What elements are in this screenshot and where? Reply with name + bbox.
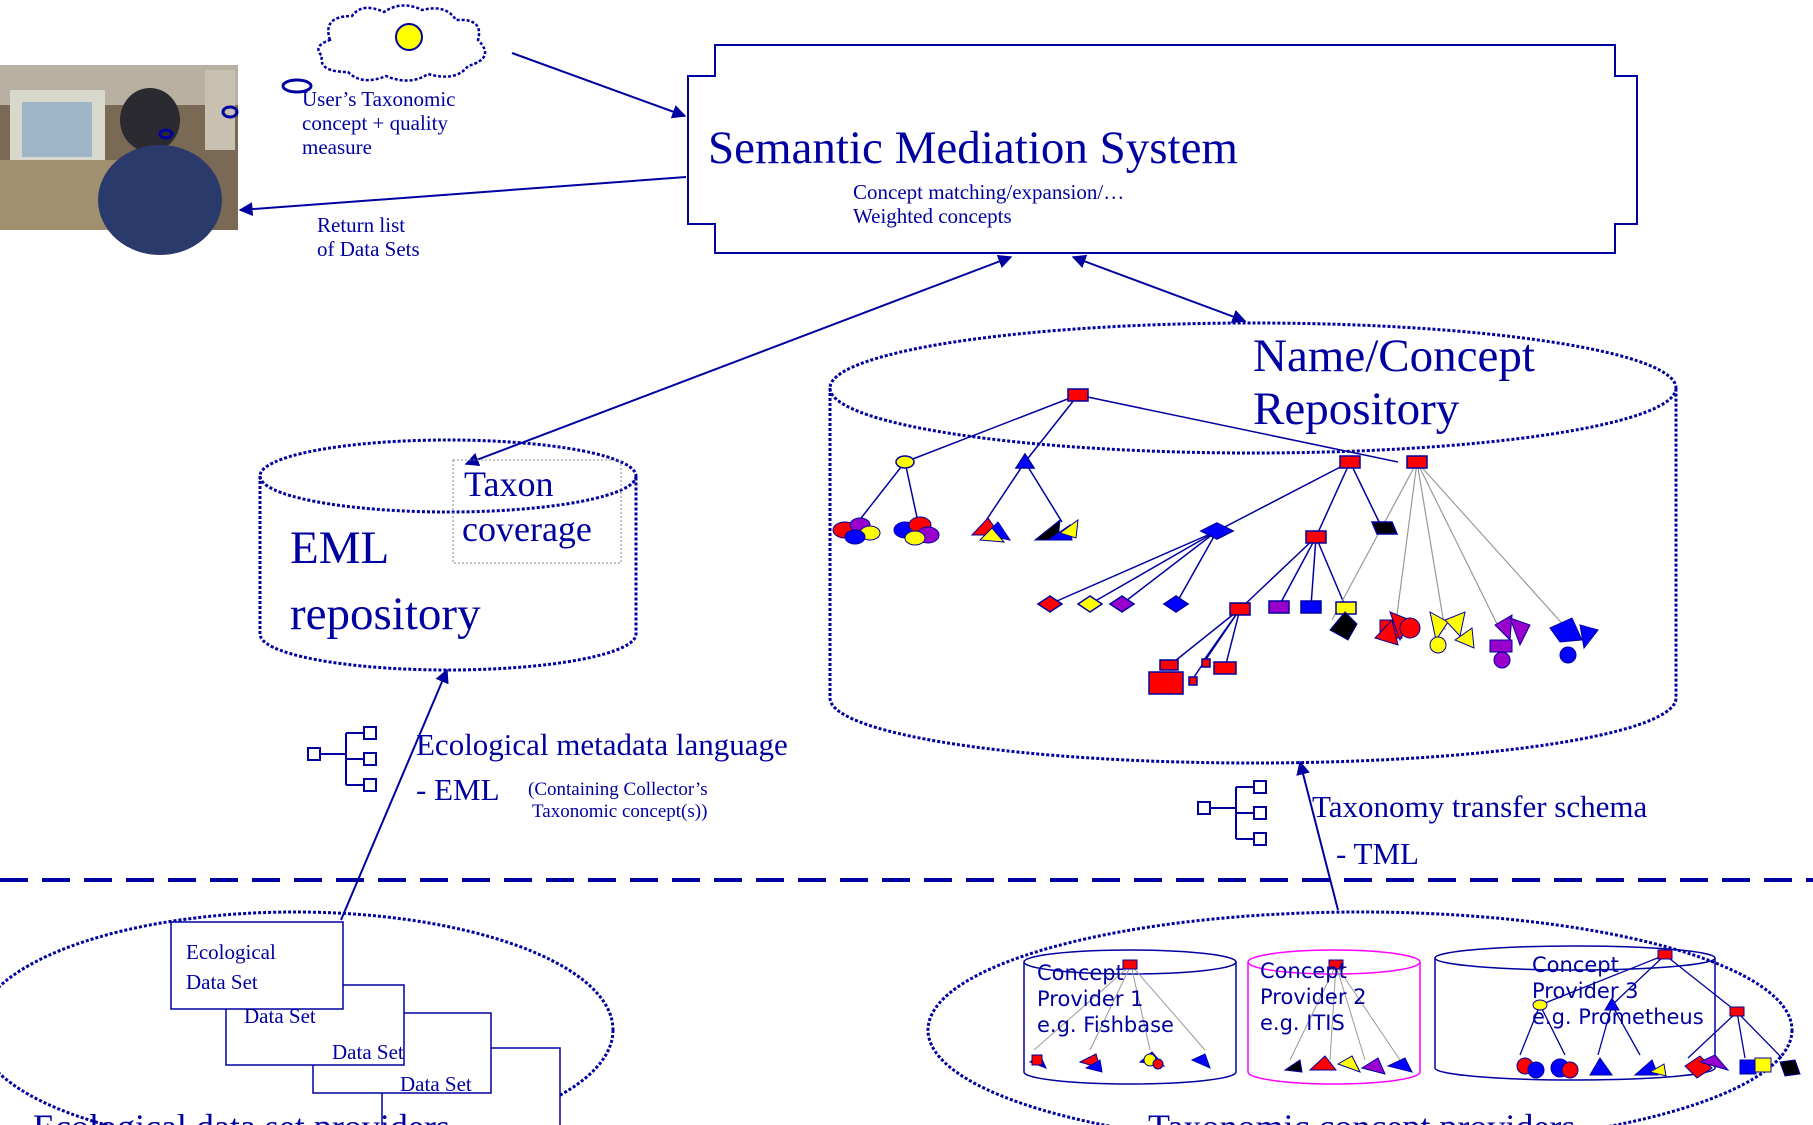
mediation-line-1: Concept matching/expansion/… (853, 180, 1125, 204)
dataset-first-line-2: Data Set (186, 970, 258, 995)
dataset-stack (170, 921, 561, 1125)
provider-nodes (1028, 949, 1801, 1079)
taxon-line-2: coverage (462, 509, 592, 549)
user-query-line-1: User’s Taxonomic (302, 87, 456, 111)
mediation-system-box (687, 44, 1638, 254)
provider-2-name: Provider 2 (1260, 985, 1367, 1010)
provider-2-cylinder (1247, 949, 1421, 1085)
thought-bubble-small (281, 78, 313, 94)
tml-schema-icon (1197, 780, 1267, 846)
eml-note-line-1: (Containing Collector’s (528, 779, 708, 800)
provider-3-label: Concept Provider 3 e.g. Prometheus (1532, 952, 1704, 1030)
provider-3-tree (1519, 954, 1783, 1059)
provider-2-example: e.g. ITIS (1260, 1011, 1345, 1036)
provider-2-title: Concept (1260, 959, 1347, 983)
mediation-repo-arrow (1071, 254, 1247, 324)
dataset-2-label: Data Set (244, 1004, 316, 1028)
provider-3-example: e.g. Prometheus (1532, 1005, 1704, 1030)
query-arrow (511, 52, 687, 119)
provider-2-label: Concept Provider 2 e.g. ITIS (1260, 958, 1367, 1036)
mediation-title: Semantic Mediation System (708, 122, 1238, 174)
tml-upload-arrow (1296, 760, 1339, 911)
provider-3-name: Provider 3 (1532, 979, 1639, 1004)
concept-tree-nodes (895, 388, 1428, 695)
user-query-line-3: measure (302, 135, 372, 160)
thought-bubble-tiny-2 (158, 128, 174, 140)
name-repo-line-2: Repository (1253, 382, 1460, 435)
dataset-3-label: Data Set (332, 1040, 404, 1064)
eml-note-line-2: Taxonomic concept(s)) (532, 800, 708, 822)
provider-mini-trees (1033, 964, 1401, 1061)
provider-1-title: Concept (1037, 961, 1124, 985)
concept-sun-icon (395, 23, 423, 51)
mediation-subtitle: Concept matching/expansion/… Weighted co… (853, 180, 1124, 228)
concept-tree-grey-links (1331, 461, 1569, 631)
provider-1-label: Concept Provider 1 e.g. Fishbase (1037, 960, 1174, 1038)
return-list-line-2: of Data Sets (317, 237, 420, 262)
name-repo-line-1: Name/Concept (1253, 330, 1535, 382)
dataset-4-label: Data Set (400, 1072, 472, 1096)
provider-1-cylinder (1023, 949, 1237, 1085)
eml-repository-label: EML repository (290, 521, 481, 641)
user-query-label: User’s Taxonomic concept + quality measu… (302, 87, 455, 159)
name-concept-repository-cylinder (828, 321, 1678, 765)
eml-language-label: Ecological metadata language (416, 727, 788, 762)
taxon-coverage-box (452, 459, 622, 564)
taxon-coverage-label: Taxon coverage (462, 462, 592, 552)
return-list-label: Return list of Data Sets (317, 213, 420, 261)
dataset-providers-title: Ecological data set providers (33, 1107, 450, 1125)
taxon-line-1: Taxon (464, 464, 554, 504)
eml-note: (Containing Collector’s Taxonomic concep… (528, 779, 708, 823)
concept-providers-ellipse (926, 910, 1794, 1125)
provider-3-title: Concept (1532, 953, 1619, 977)
name-concept-repository-label: Name/Concept Repository (1253, 330, 1535, 435)
dataset-first-label: Ecological Data Set (186, 940, 276, 994)
tml-schema-label: Taxonomy transfer schema (1312, 789, 1648, 824)
concept-providers-title: Taxonomic concept providers (1148, 1107, 1575, 1125)
return-list-line-1: Return list (317, 213, 406, 237)
dataset-providers-ellipse (0, 910, 615, 1125)
return-arrow (238, 176, 687, 217)
eml-repo-line-2: repository (290, 588, 481, 641)
eml-repository-cylinder (258, 438, 638, 672)
species-clusters (832, 516, 1599, 669)
dataset-first-line-1: Ecological (186, 940, 276, 964)
eml-schema-icon (307, 726, 377, 792)
tml-abbrev-label: - TML (1336, 836, 1419, 871)
user-query-line-2: concept + quality (302, 111, 448, 136)
provider-1-name: Provider 1 (1037, 987, 1144, 1012)
provider-1-example: e.g. Fishbase (1037, 1013, 1174, 1038)
user-photo (0, 65, 238, 255)
eml-abbrev-label: - EML (416, 772, 500, 807)
eml-repo-line-1: EML (290, 522, 390, 574)
mediation-eml-arrow (464, 254, 1013, 467)
thought-cloud (317, 4, 487, 82)
thought-bubble-tiny-1 (221, 105, 239, 119)
concept-tree (857, 394, 1399, 681)
mediation-line-2: Weighted concepts (853, 204, 1012, 229)
